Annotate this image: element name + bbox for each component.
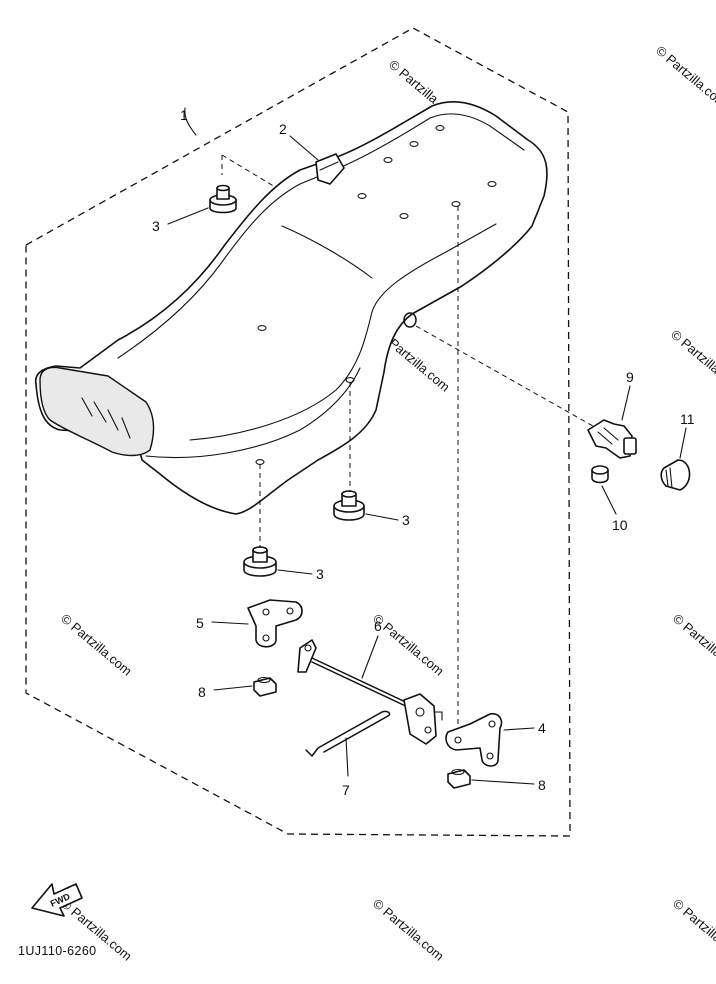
callout-2: 2 bbox=[279, 121, 287, 137]
callout-8a-leader bbox=[213, 685, 253, 691]
callout-8b: 8 bbox=[538, 777, 546, 793]
part-9-seat-lock bbox=[587, 419, 637, 459]
callout-3c-leader bbox=[277, 569, 313, 575]
part-3-damper bbox=[209, 184, 237, 214]
part-8-nut bbox=[253, 676, 277, 697]
callout-6: 6 bbox=[374, 618, 382, 634]
seat-seam bbox=[281, 225, 373, 279]
seat-body bbox=[34, 101, 548, 515]
watermark: © Partzilla.com bbox=[670, 896, 716, 964]
part-6-rod bbox=[297, 639, 443, 745]
callout-10-leader bbox=[601, 485, 617, 515]
seat-front-pad bbox=[39, 366, 155, 457]
seat-front-pad-rib bbox=[81, 397, 93, 417]
callout-9-leader bbox=[621, 385, 631, 421]
part-3-damper bbox=[333, 490, 365, 521]
callout-10: 10 bbox=[612, 517, 628, 533]
seat-front-pad-rib bbox=[121, 417, 131, 439]
part-10-grommet bbox=[591, 465, 609, 484]
part-2-strap bbox=[315, 153, 345, 185]
callout-4-leader bbox=[503, 727, 535, 731]
part-7-wire bbox=[305, 710, 391, 757]
part-5-bracket bbox=[247, 599, 303, 648]
callout-9: 9 bbox=[626, 369, 634, 385]
diagram-code: 1UJ110-6260 bbox=[18, 944, 97, 958]
part-3-damper bbox=[243, 546, 277, 577]
watermark: © Partzilla.com bbox=[370, 896, 447, 964]
callout-6-leader bbox=[361, 635, 379, 679]
part-8-nut bbox=[447, 768, 471, 789]
callout-3b-leader bbox=[365, 513, 399, 521]
part-4-bracket bbox=[445, 712, 503, 767]
seat-front-pad-rib bbox=[107, 409, 119, 431]
callout-1: 1 bbox=[180, 107, 188, 123]
seat-seam bbox=[189, 223, 497, 441]
part-11-knob bbox=[660, 459, 691, 491]
callout-3a: 3 bbox=[152, 218, 160, 234]
watermark: © Partzilla.com bbox=[58, 611, 135, 679]
callout-11-leader bbox=[679, 427, 687, 459]
callout-1-leader bbox=[184, 107, 197, 136]
callout-8b-leader bbox=[471, 779, 535, 785]
callout-7-leader bbox=[345, 737, 349, 777]
seat bbox=[34, 101, 548, 515]
callout-8a: 8 bbox=[198, 684, 206, 700]
callout-3c: 3 bbox=[316, 566, 324, 582]
callout-3a-leader bbox=[167, 207, 209, 225]
callout-7: 7 bbox=[342, 782, 350, 798]
callout-4: 4 bbox=[538, 720, 546, 736]
seat-mounting-holes bbox=[255, 125, 497, 465]
watermark: © Partzilla.com bbox=[653, 43, 716, 111]
callout-5: 5 bbox=[196, 615, 204, 631]
callout-2-leader bbox=[289, 135, 319, 161]
seat-seam bbox=[117, 113, 525, 359]
watermark: © Partzilla.com bbox=[670, 611, 716, 679]
callout-3b: 3 bbox=[402, 512, 410, 528]
seat-side-edge bbox=[145, 367, 361, 459]
callout-5-leader bbox=[211, 621, 249, 625]
callout-11: 11 bbox=[680, 411, 695, 427]
watermark: © Partzilla.com bbox=[668, 327, 716, 395]
fwd-arrow-badge: FWD bbox=[31, 883, 83, 917]
seat-front-pad-rib bbox=[93, 401, 107, 423]
assembly-boundary bbox=[25, 27, 571, 837]
